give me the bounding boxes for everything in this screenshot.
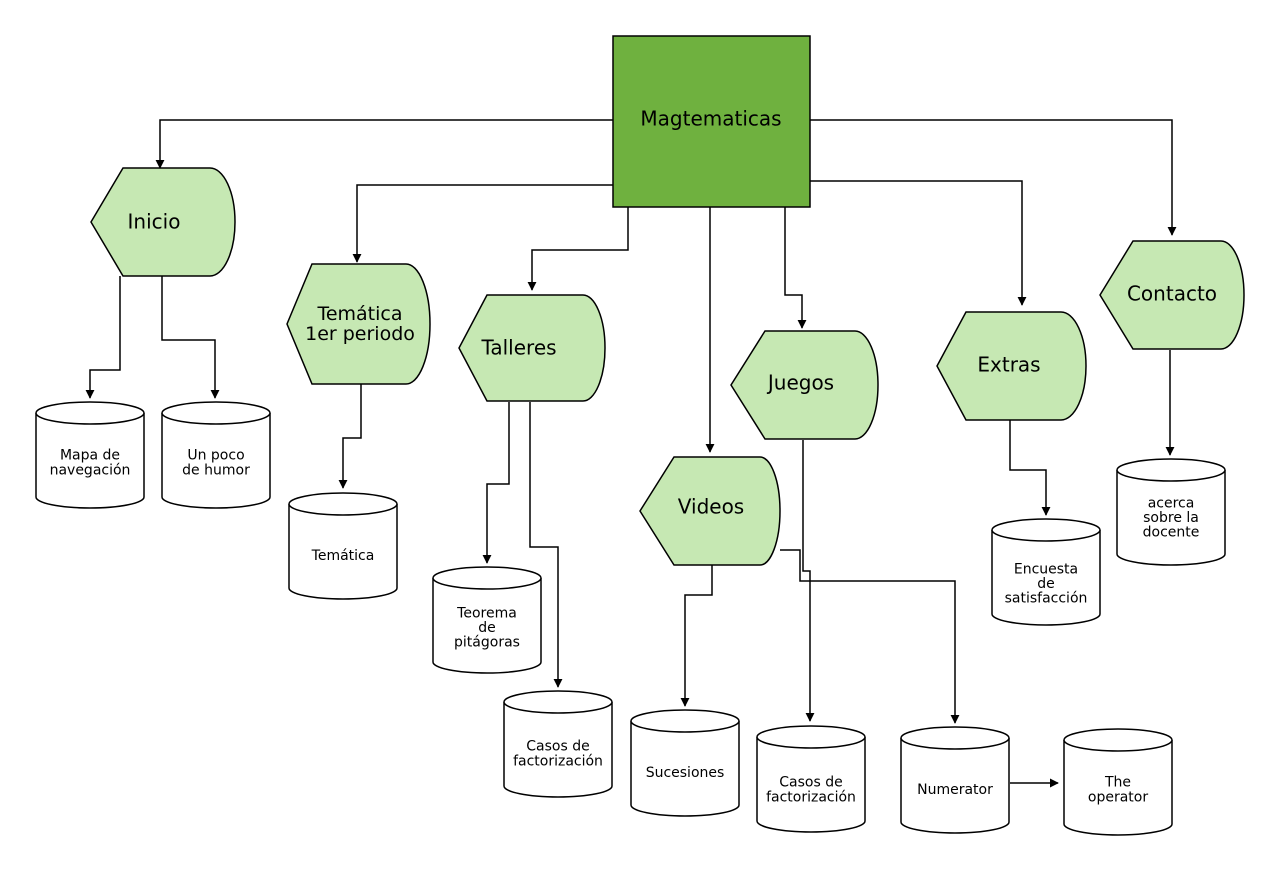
edge-root-talleres (527, 207, 629, 291)
label-line: navegación (50, 462, 131, 478)
label-line: satisfacción (1005, 591, 1088, 607)
label-line: de (478, 620, 496, 636)
item-label: Sucesiones (646, 765, 725, 781)
section-label: Contacto (1127, 282, 1217, 306)
section-extras: Extras (936, 311, 1087, 421)
label-line: acerca (1148, 495, 1195, 511)
section-talleres: Talleres (458, 294, 606, 402)
section-videos: Videos (639, 456, 781, 566)
label-line: operator (1088, 789, 1148, 805)
label-line: Mapa de (60, 448, 120, 464)
edge-talleres-casos (529, 402, 563, 688)
section-label: Videos (678, 495, 744, 519)
label-line: 1er periodo (305, 322, 415, 344)
edge-root-inicio (155, 119, 613, 169)
edge-tematica-item (338, 384, 362, 489)
label-line: docente (1143, 525, 1200, 541)
label-line: Teorema (456, 605, 517, 621)
label-line: Un poco (187, 448, 244, 464)
section-contacto: Contacto (1099, 240, 1245, 350)
item-label: Numerator (917, 782, 993, 798)
section-inicio: Inicio (90, 167, 236, 277)
label-line: Casos de (779, 775, 842, 791)
edge-juegos-casos (802, 440, 815, 722)
item-sucesiones: Sucesiones (630, 709, 740, 817)
label-line: Encuesta (1014, 561, 1078, 577)
label-line: de humor (182, 462, 250, 478)
edge-talleres-teorema (482, 402, 510, 564)
connectors (85, 119, 1177, 788)
edge-root-juegos (784, 207, 807, 329)
label-line: de (1037, 576, 1055, 592)
item-numerator: Numerator (900, 726, 1010, 834)
edge-root-contacto (810, 119, 1177, 236)
root-label: Magtematicas (640, 107, 781, 131)
section-juegos: Juegos (730, 330, 879, 440)
label-line: factorización (766, 789, 856, 805)
label-line: sobre la (1143, 510, 1199, 526)
edge-inicio-mapa (85, 276, 121, 399)
label-line: pitágoras (454, 635, 520, 651)
label-line: Casos de (526, 739, 589, 755)
edge-inicio-humor (161, 276, 220, 399)
section-label: Juegos (766, 371, 834, 395)
label-line: Temática (316, 303, 402, 325)
edge-root-tematica (352, 184, 613, 263)
label-line: The (1104, 775, 1131, 791)
label-line: factorización (513, 753, 603, 769)
item-tematica: Temática (288, 492, 398, 600)
edge-extras-encuesta (1009, 420, 1051, 516)
item-label: Temática (311, 548, 375, 564)
section-label: Talleres (480, 336, 556, 360)
edge-videos-numerator (780, 549, 960, 724)
root-node: Magtematicas (612, 35, 811, 208)
edge-videos-sucesiones (680, 565, 713, 707)
edge-root-extras (810, 180, 1027, 306)
section-label: Inicio (128, 210, 181, 234)
section-label: Extras (977, 353, 1040, 377)
